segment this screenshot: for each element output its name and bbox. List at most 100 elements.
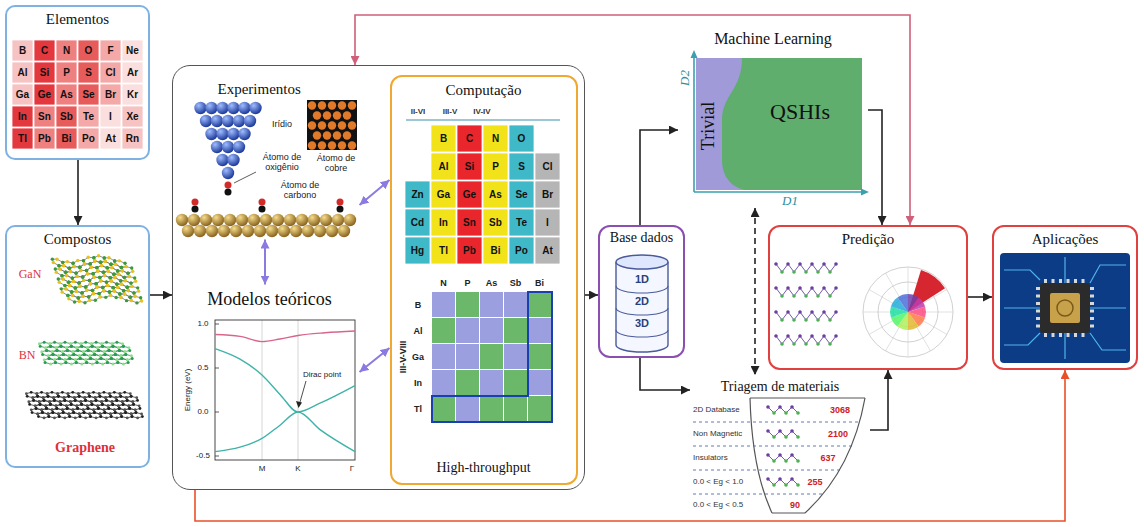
lattice-atom	[129, 295, 132, 298]
lattice-atom	[88, 395, 91, 398]
lattice-atom	[101, 345, 104, 348]
element-symbol: Ge	[463, 189, 476, 201]
lattice-atom	[106, 284, 109, 287]
funnel-edge	[750, 398, 772, 513]
lattice-atom	[139, 407, 142, 410]
count-number: 637	[820, 453, 835, 463]
lattice-atom	[31, 396, 34, 399]
lattice-atom	[108, 290, 111, 293]
lattice-atom	[105, 280, 108, 283]
lattice-atom	[132, 291, 135, 294]
lattice-atom	[87, 349, 90, 352]
lattice-atom	[792, 318, 796, 322]
copper-atom	[343, 131, 351, 139]
lattice-atom	[828, 342, 832, 346]
element-cell	[405, 237, 430, 264]
lattice-atom	[66, 407, 69, 410]
lattice-atom	[136, 399, 139, 402]
element-cell	[34, 106, 55, 127]
lattice-atom	[118, 407, 121, 410]
lattice-atom	[80, 291, 83, 294]
lattice-atom	[119, 354, 122, 357]
element-symbol: O	[518, 133, 526, 145]
lattice-atom	[113, 259, 116, 262]
lattice-atom	[83, 396, 86, 399]
lattice-atom	[108, 392, 111, 395]
lattice-atom	[52, 353, 55, 356]
lattice-atom	[91, 289, 94, 292]
lattice-atom	[57, 413, 60, 416]
lattice-atom	[92, 292, 95, 295]
element-symbol: Te	[516, 217, 527, 229]
element-cell	[405, 181, 430, 208]
lattice-atom	[49, 345, 52, 348]
lattice-atom	[109, 395, 112, 398]
lattice-atom	[75, 290, 78, 293]
lattice-atom	[93, 259, 96, 262]
lattice-atom	[61, 261, 64, 264]
lattice-atom	[40, 350, 43, 353]
lattice-atom	[96, 361, 99, 364]
surface-atom	[236, 214, 248, 226]
lattice-atom	[88, 279, 91, 282]
connector-arrow	[868, 110, 882, 225]
element-cell	[56, 106, 77, 127]
lattice-atom	[53, 399, 56, 402]
lattice-atom	[105, 358, 108, 361]
lattice-atom	[35, 407, 38, 410]
lattice-atom	[115, 396, 118, 399]
lattice-atom	[39, 403, 42, 406]
carbon-atom	[225, 189, 232, 196]
screening-cell	[456, 396, 479, 421]
lattice-atom	[84, 358, 87, 361]
lattice-atom	[66, 294, 69, 297]
element-symbol: Rn	[126, 133, 139, 145]
lattice-atom	[53, 399, 56, 402]
lattice-atom	[83, 262, 86, 265]
carbon-atom	[259, 206, 266, 213]
element-symbol: S	[85, 67, 92, 79]
lattice-atom	[772, 411, 776, 415]
connector-arrow	[870, 370, 888, 430]
lattice-atom	[103, 411, 106, 414]
lattice-atom	[128, 407, 131, 410]
element-symbol: Pb	[38, 133, 51, 145]
lattice-atom	[66, 349, 69, 352]
element-symbol: B	[440, 133, 447, 145]
axis-heading: As	[486, 278, 498, 288]
lattice-atom	[65, 404, 68, 407]
lattice-atom	[122, 345, 125, 348]
lattice-atom	[94, 282, 97, 285]
lattice-atom	[62, 411, 65, 414]
lattice-atom	[107, 407, 110, 410]
group-box: Compostos	[5, 225, 150, 468]
lattice-atom	[55, 404, 58, 407]
lattice-atom	[834, 334, 838, 338]
compound-label: Graphene	[55, 440, 115, 456]
lattice-atom	[51, 350, 54, 353]
lattice-atom	[97, 407, 100, 410]
lattice-atom	[124, 265, 127, 268]
lattice-atom	[97, 292, 100, 295]
band-curve	[215, 412, 355, 452]
lattice-atom	[126, 399, 129, 402]
lattice-atom	[121, 342, 124, 345]
lattice-atom	[116, 361, 119, 364]
lattice-atom	[99, 413, 102, 416]
lattice-atom	[103, 274, 106, 277]
lattice-atom	[72, 265, 75, 268]
lattice-atom	[101, 286, 104, 289]
lattice-atom	[118, 349, 121, 352]
lattice-atom	[55, 407, 58, 410]
lattice-atom	[110, 279, 113, 282]
lattice-atom	[106, 361, 109, 364]
lattice-atom	[86, 404, 89, 407]
lattice-atom	[100, 264, 103, 267]
element-symbol: In	[18, 111, 27, 123]
element-cell	[535, 153, 560, 180]
lattice-atom	[62, 411, 65, 414]
lattice-atom	[79, 415, 82, 418]
lattice-atom	[123, 391, 126, 394]
lattice-atom	[106, 266, 109, 269]
lattice-atom	[786, 286, 790, 290]
